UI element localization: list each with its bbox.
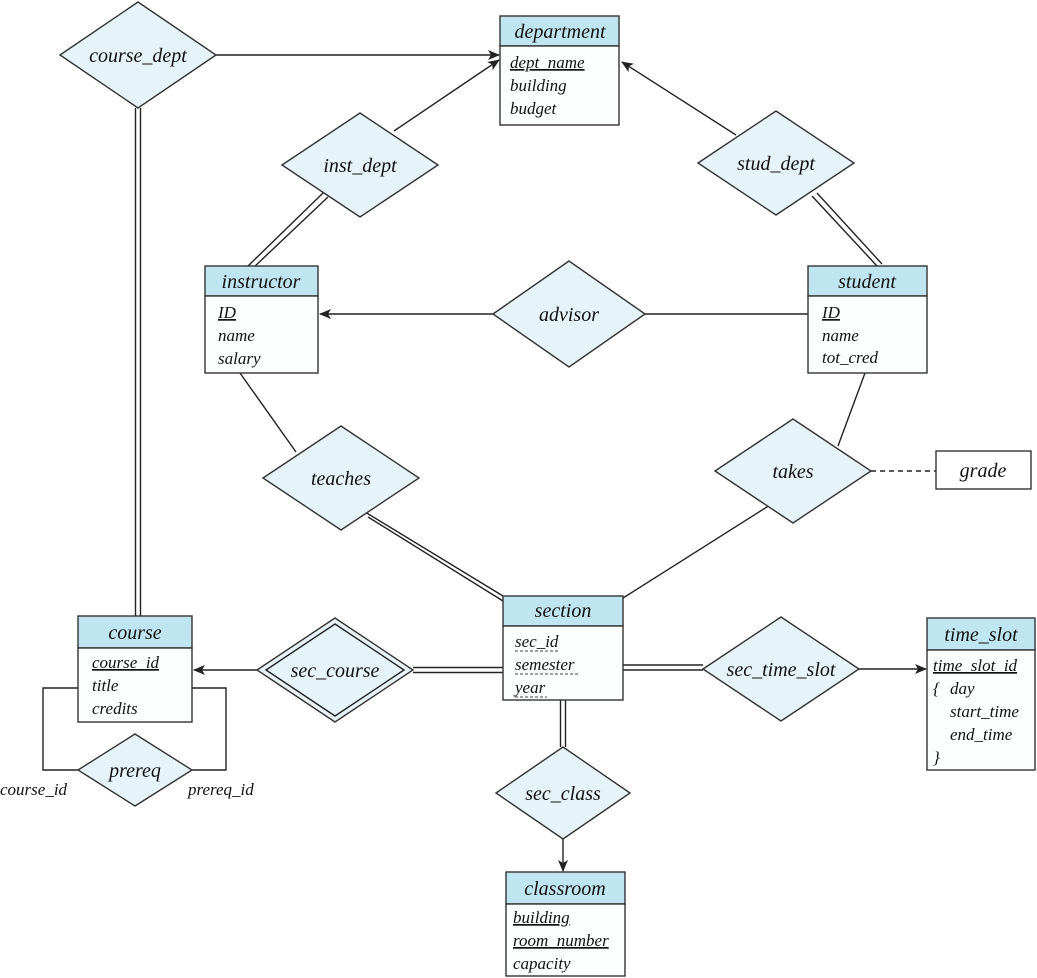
relationship-label: sec_time_slot — [727, 659, 836, 681]
stud-dept-double-a — [811, 195, 878, 267]
relationship-teaches[interactable]: teaches — [261, 425, 421, 531]
entity-name: time_slot — [944, 624, 1018, 646]
attribute: name — [218, 326, 255, 345]
connectors — [42, 50, 936, 872]
entity-name: student — [838, 271, 896, 293]
grade-label: grade — [960, 460, 1007, 482]
primary-key-attribute: course_id — [92, 653, 160, 672]
relationship-takes[interactable]: takes — [713, 418, 873, 524]
student-to-takes — [837, 372, 866, 447]
relationship-course-dept[interactable]: course_dept — [58, 1, 218, 109]
entity-name: department — [514, 21, 606, 43]
relationship-sec-time-slot[interactable]: sec_time_slot — [701, 616, 861, 722]
role-label-prereq-id: prereq_id — [187, 780, 254, 799]
relationship-stud-dept[interactable]: stud_dept — [696, 110, 856, 216]
primary-key-attribute: dept_name — [510, 53, 585, 72]
relationship-attribute-grade[interactable]: grade — [935, 450, 1032, 490]
relationship-label: course_dept — [89, 45, 187, 67]
attribute: credits — [92, 699, 138, 718]
relationship-inst-dept[interactable]: inst_dept — [280, 112, 440, 218]
entity-instructor[interactable]: instructor ID name salary — [204, 265, 319, 374]
stud-dept-double-b — [816, 192, 883, 265]
prereq-prereq-id-link — [192, 687, 227, 771]
relationship-label: advisor — [539, 304, 599, 326]
primary-key-attribute: room_number — [513, 931, 609, 950]
discriminator-attribute: sec_id — [515, 632, 559, 651]
composite-close-brace: } — [933, 748, 940, 767]
takes-to-section — [622, 504, 771, 599]
relationship-label: teaches — [311, 468, 371, 490]
relationship-label: inst_dept — [323, 155, 397, 177]
discriminator-attribute: year — [513, 678, 546, 697]
attribute: day — [950, 679, 975, 698]
relationship-label: takes — [772, 461, 813, 483]
entity-name: classroom — [524, 878, 605, 900]
attribute: name — [822, 326, 859, 345]
entity-section-weak[interactable]: section sec_id semester year — [502, 595, 624, 701]
entity-department[interactable]: department dept_name building budget — [499, 15, 620, 126]
relationship-label: sec_course — [291, 660, 380, 682]
composite-open-brace: { — [933, 679, 940, 698]
relationship-label: prereq — [107, 760, 161, 782]
teaches-double-b — [367, 516, 504, 602]
primary-key-attribute: building — [513, 908, 570, 927]
relationship-label: sec_class — [525, 783, 601, 805]
primary-key-attribute: ID — [821, 303, 841, 322]
relationship-label: stud_dept — [737, 153, 815, 175]
primary-key-attribute: ID — [217, 303, 237, 322]
relationship-advisor[interactable]: advisor — [491, 260, 647, 368]
relationship-prereq[interactable]: prereq — [76, 733, 194, 807]
teaches-double-a — [364, 511, 504, 597]
entity-classroom[interactable]: classroom building room_number capacity — [505, 871, 626, 977]
instructor-to-teaches — [239, 372, 297, 453]
prereq-course-id-link — [42, 687, 78, 771]
attribute: tot_cred — [822, 348, 879, 367]
entity-student[interactable]: student ID name tot_cred — [807, 265, 928, 374]
discriminator-attribute: semester — [515, 655, 575, 674]
attribute: capacity — [513, 954, 571, 973]
inst-dept-double-a — [247, 192, 324, 267]
attribute: end_time — [950, 725, 1013, 744]
entity-course[interactable]: course course_id title credits — [77, 615, 193, 723]
stud-dept-to-department — [621, 61, 737, 136]
entity-name: course — [108, 622, 161, 644]
primary-key-attribute: time_slot_id — [933, 656, 1018, 675]
attribute: start_time — [950, 702, 1019, 721]
entity-name: section — [535, 600, 592, 622]
entity-name: instructor — [222, 271, 301, 293]
inst-dept-to-department — [393, 59, 500, 132]
attribute: salary — [218, 349, 261, 368]
entity-time-slot[interactable]: time_slot time_slot_id { day start_time … — [926, 617, 1036, 771]
attribute: building — [510, 76, 567, 95]
relationship-sec-class[interactable]: sec_class — [494, 746, 632, 840]
inst-dept-double-b — [252, 196, 329, 269]
role-label-course-id: course_id — [0, 780, 68, 799]
attribute: budget — [510, 99, 558, 118]
attribute: title — [92, 676, 119, 695]
relationship-sec-course-identifying[interactable]: sec_course — [255, 617, 415, 723]
